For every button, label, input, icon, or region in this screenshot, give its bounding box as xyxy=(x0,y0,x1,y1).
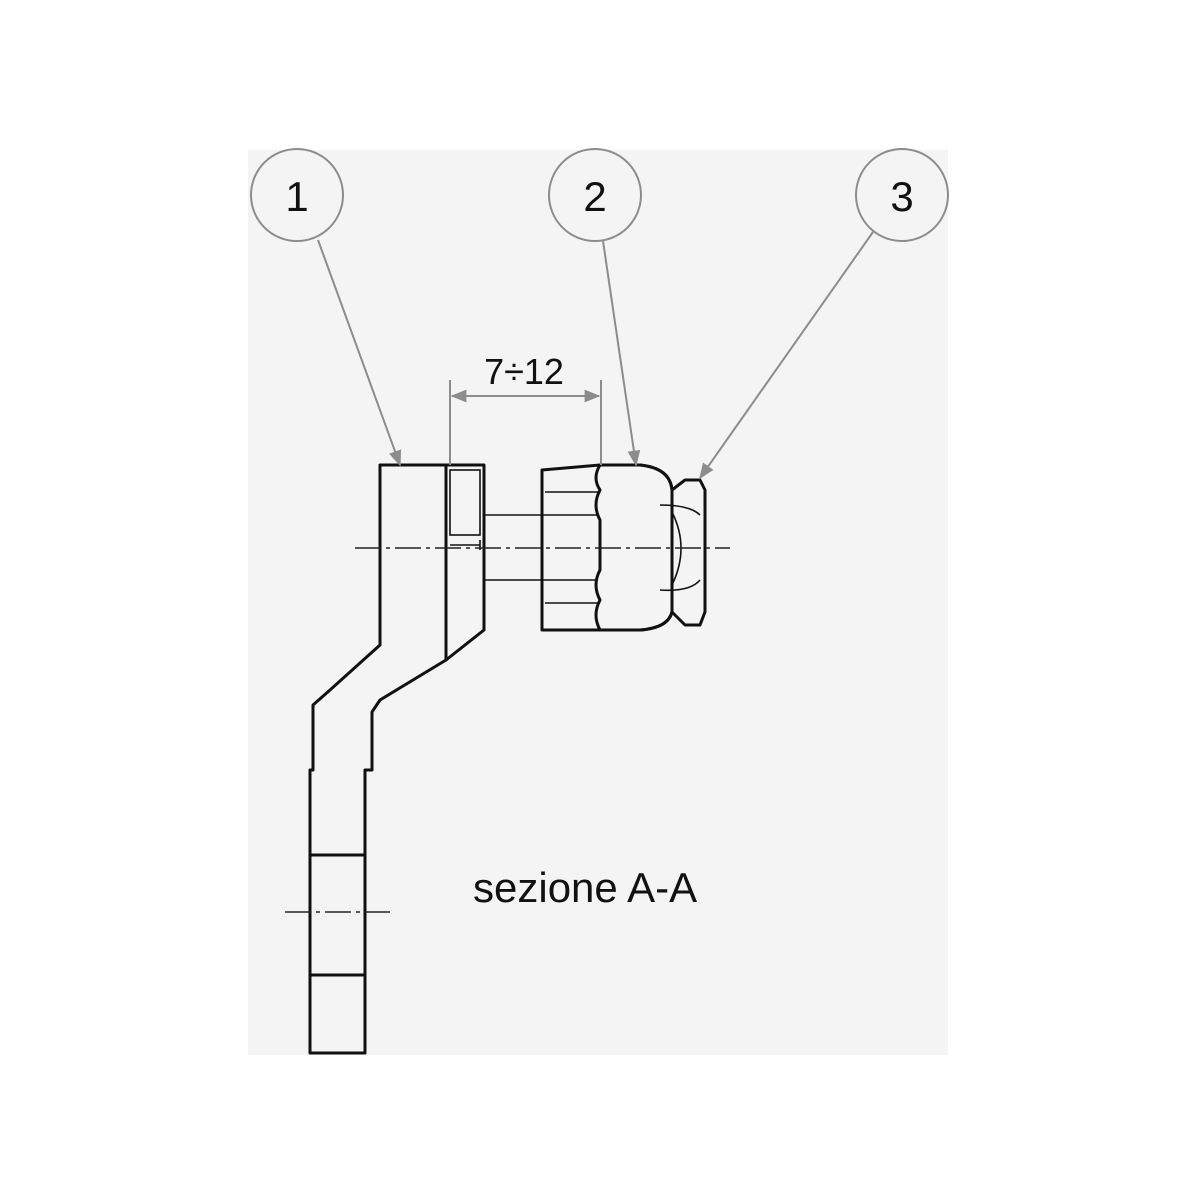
dimension-gap: 7÷12 xyxy=(449,351,602,465)
bolt-shaft xyxy=(450,514,545,581)
dimension-label: 7÷12 xyxy=(484,351,564,392)
leader-1 xyxy=(317,239,402,467)
balloon-1: 1 xyxy=(250,148,402,467)
balloon-3-label: 3 xyxy=(890,173,913,220)
section-caption: sezione A-A xyxy=(473,864,697,911)
leader-3 xyxy=(699,231,874,480)
leader-2 xyxy=(602,240,641,467)
balloon-2-label: 2 xyxy=(583,173,606,220)
balloon-3: 3 xyxy=(699,148,949,480)
bracket-part-1 xyxy=(308,463,486,1055)
balloon-1-label: 1 xyxy=(285,173,308,220)
balloon-2: 2 xyxy=(548,148,642,467)
